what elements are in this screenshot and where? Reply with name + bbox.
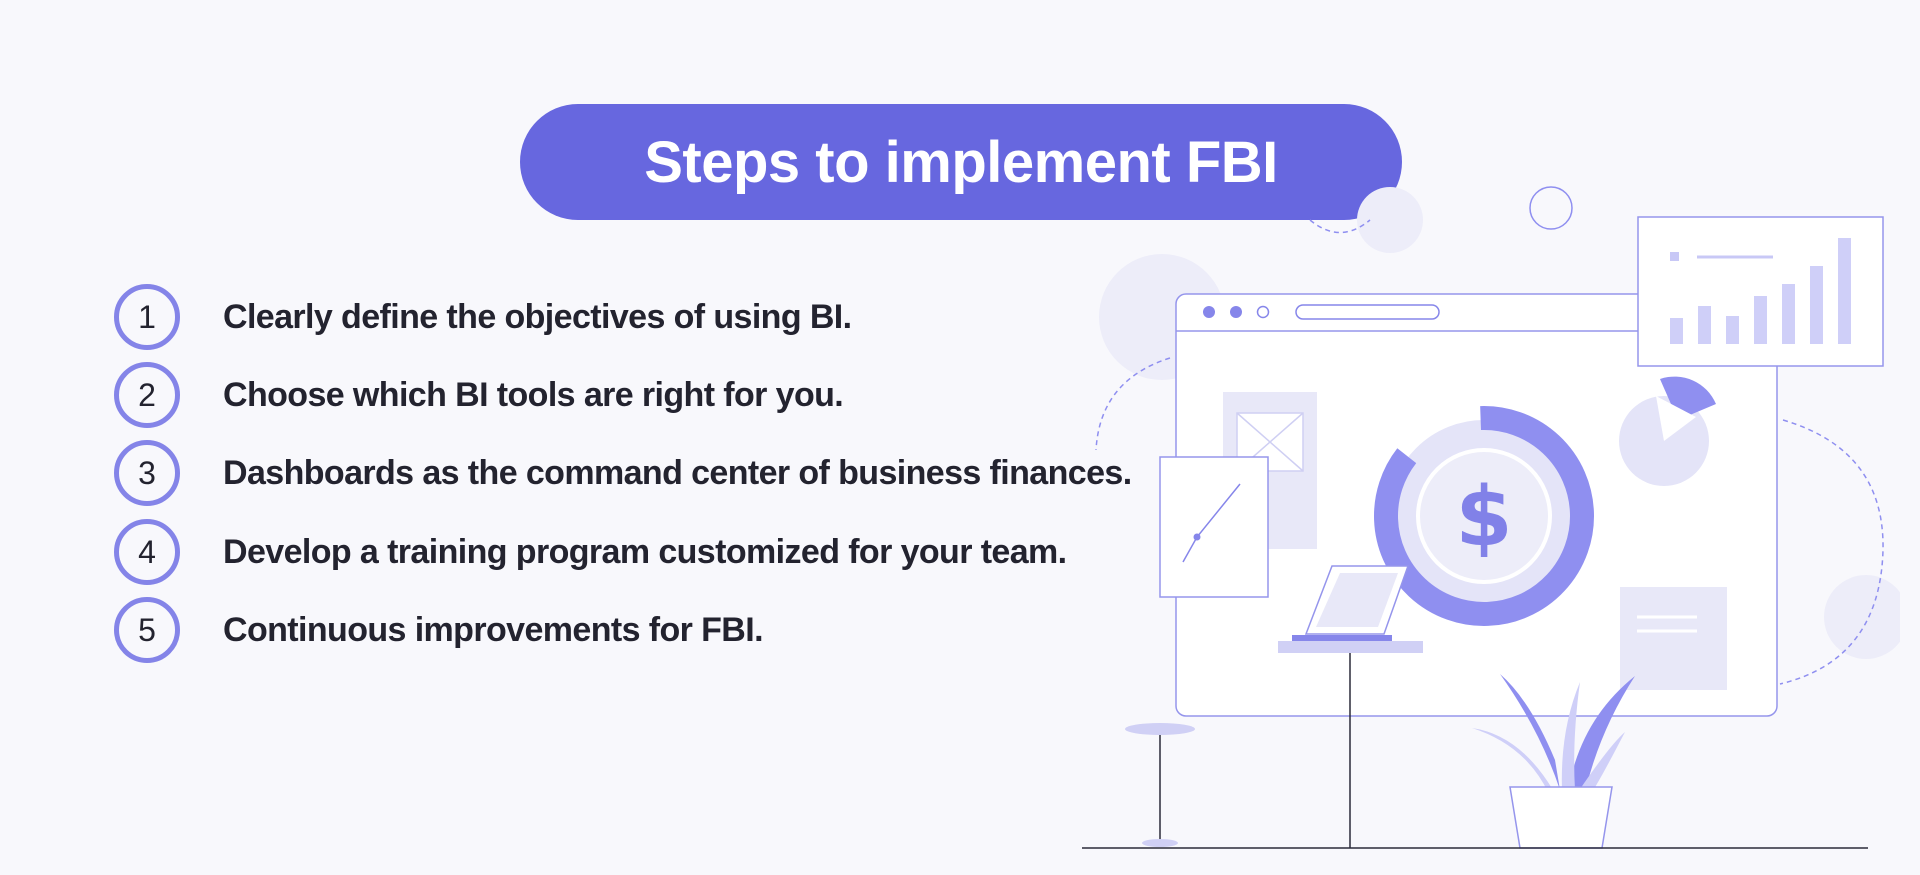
page-title: Steps to implement FBI [644, 129, 1278, 195]
dollar-donut-icon: $ [1374, 406, 1594, 626]
step-text: Choose which BI tools are right for you. [223, 375, 844, 414]
decor-dashed-arc [1095, 357, 1171, 451]
step-item: 5 Continuous improvements for FBI. [114, 597, 764, 663]
finance-dashboard-illustration: $ [1082, 186, 1900, 849]
laptop-icon [1278, 565, 1423, 848]
step-item: 1 Clearly define the objectives of using… [114, 284, 852, 350]
step-text: Clearly define the objectives of using B… [223, 297, 852, 336]
step-number-badge: 4 [114, 519, 180, 585]
decor-ring [1529, 186, 1573, 230]
decor-circle [1357, 187, 1423, 253]
step-text: Develop a training program customized fo… [223, 532, 1067, 571]
text-card-icon [1620, 587, 1727, 690]
bar-chart-icon [1637, 216, 1884, 367]
step-text: Continuous improvements for FBI. [223, 610, 764, 649]
plant-icon [1472, 674, 1635, 849]
decor-circle [1824, 575, 1900, 659]
step-text: Dashboards as the command center of busi… [223, 453, 1132, 492]
decor-dashed-arc [1779, 419, 1884, 685]
step-item: 3 Dashboards as the command center of bu… [114, 440, 1132, 506]
step-number-badge: 3 [114, 440, 180, 506]
stool-icon [1125, 723, 1195, 847]
step-item: 4 Develop a training program customized … [114, 519, 1067, 585]
step-item: 2 Choose which BI tools are right for yo… [114, 362, 844, 428]
title-banner: Steps to implement FBI [520, 104, 1402, 220]
step-number-badge: 1 [114, 284, 180, 350]
dollar-sign: $ [1455, 470, 1512, 565]
line-chart-icon [1159, 456, 1269, 598]
step-number-badge: 2 [114, 362, 180, 428]
pie-chart-icon [1619, 376, 1716, 486]
step-number-badge: 5 [114, 597, 180, 663]
image-placeholder-icon [1223, 392, 1317, 549]
